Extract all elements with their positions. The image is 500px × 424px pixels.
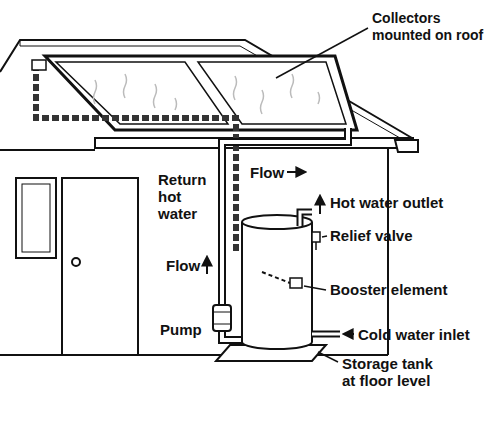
solar-collectors <box>45 56 357 130</box>
roof <box>0 40 418 152</box>
booster-element <box>262 272 302 288</box>
return-pipe <box>32 60 243 248</box>
cold-inlet-pipe <box>312 334 354 335</box>
leader-line <box>276 28 368 78</box>
part-label: Return hot water <box>158 171 214 222</box>
outlet-arrow <box>319 196 321 214</box>
inlet-arrow <box>344 333 354 335</box>
leader-line <box>322 236 327 237</box>
house-wall <box>0 148 388 355</box>
gutter <box>395 140 418 152</box>
hot-outlet-pipe <box>300 196 320 226</box>
door <box>62 178 138 355</box>
part-label: Cold water inlet <box>358 326 470 343</box>
pump <box>213 305 231 331</box>
part-label: Collectors mounted on roof <box>372 10 492 44</box>
part-label: Pump <box>160 321 202 338</box>
relief-valve <box>312 232 320 250</box>
storage-tank <box>242 215 312 349</box>
leader-line <box>318 352 338 362</box>
part-label: Flow <box>250 164 284 181</box>
heat-rays <box>94 74 320 114</box>
part-label: Relief valve <box>330 227 413 244</box>
part-label: Storage tank at floor level <box>342 355 442 389</box>
part-label: Hot water outlet <box>330 194 443 211</box>
flow-arrow <box>287 171 305 173</box>
flow-arrow <box>206 257 208 274</box>
part-label: Booster element <box>330 281 448 298</box>
leader-line <box>304 286 326 290</box>
window <box>16 178 56 258</box>
part-label: Flow <box>166 257 200 274</box>
